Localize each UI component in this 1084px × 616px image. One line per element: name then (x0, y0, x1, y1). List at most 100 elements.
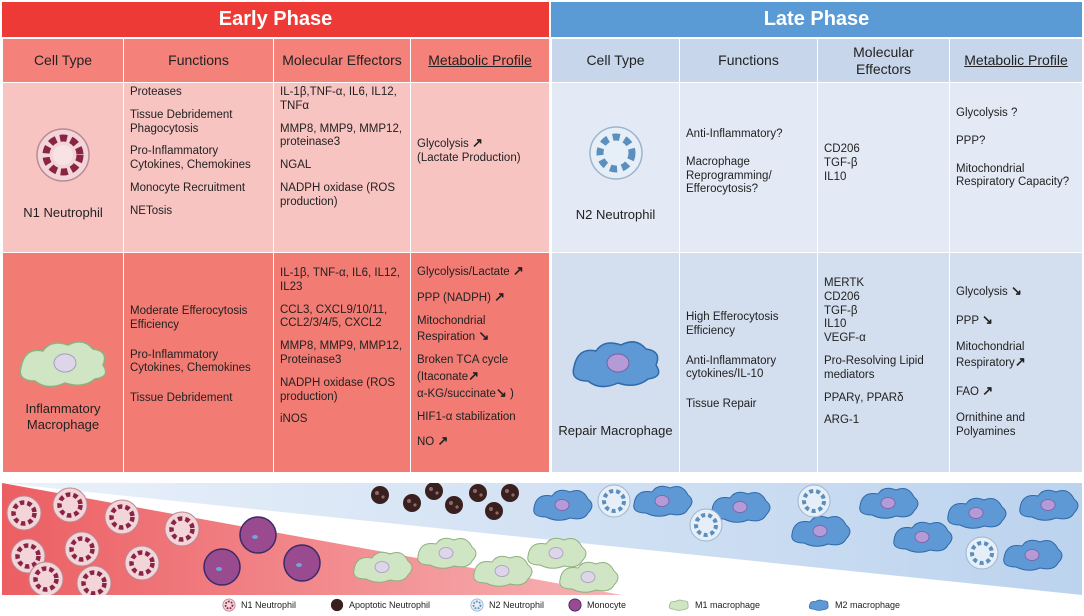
apoptotic-neutrophil-icon (403, 494, 421, 512)
metabolic-item: Glycolysis (417, 138, 469, 150)
legend-label: Apoptotic Neutrophil (349, 600, 431, 610)
n2-functions: Anti-Inflammatory? Macrophage Reprogramm… (679, 82, 818, 253)
legend-item: M1 macrophage (668, 598, 760, 612)
effector-item: CD206 (824, 290, 860, 303)
monocyte-icon (203, 548, 241, 586)
function-item: Tissue Debridement (130, 392, 233, 405)
effector-item: VEGF-α (824, 332, 866, 345)
n2-neutrophil-icon (964, 535, 1000, 571)
col-header-cell-type: Cell Type (551, 38, 680, 83)
metabolic-label: Metabolic Profile (428, 52, 532, 69)
down-arrow-icon: ↘ (982, 311, 993, 327)
n1-neutrophil-icon (65, 532, 99, 566)
up-arrow-icon: ↗ (494, 288, 506, 304)
metabolic-item: Ornithine and Polyamines (956, 411, 1026, 438)
n2-neutrophil-cell: N2 Neutrophil (551, 82, 680, 253)
effector-item: IL10 (824, 170, 847, 183)
cell-timeline-panel (2, 483, 1082, 595)
function-item: Proteases (130, 86, 182, 98)
up-arrow-icon: ↗ (512, 263, 524, 278)
monocyte-icon (568, 598, 582, 612)
col-header-cell-type: Cell Type (2, 38, 124, 83)
function-item: Moderate Efferocytosis Efficiency (130, 305, 248, 331)
metabolic-item: PPP? (956, 134, 986, 147)
apoptotic-neutrophil-icon (330, 598, 344, 612)
apoptotic-neutrophil-icon (445, 496, 463, 514)
n2-label: N2 Neutrophil (575, 207, 656, 222)
function-item: Pro-Inflammatory Cytokines, Chemokines (130, 348, 251, 375)
n1-metabolic: Glycolysis ↗ (Lactate Production) (410, 82, 550, 253)
macro1-metabolic: Glycolysis/Lactate ↗ PPP (NADPH) ↗ Mitoc… (410, 252, 550, 473)
down-arrow-icon: ↘ (478, 328, 490, 344)
n2-effectors: CD206 TGF-β IL10 (817, 82, 950, 253)
n1-neutrophil-icon (29, 562, 63, 595)
legend-label: Monocyte (587, 600, 627, 610)
n1-neutrophil-icon (125, 546, 159, 580)
function-item: High Efferocytosis Efficiency (686, 311, 779, 337)
late-phase-header: Late Phase (551, 2, 1082, 37)
macro1-functions: Moderate Efferocytosis Efficiency Pro-In… (123, 252, 274, 473)
effector-item: CCL3, CXCL9/10/11, CCL2/3/4/5, CXCL2 (280, 303, 388, 330)
effector-item: MMP8, MMP9, MMP12, proteinase3 (280, 122, 403, 149)
metabolic-item: HIF1-α stabilization (417, 410, 516, 423)
effector-item: ARG-1 (824, 414, 860, 427)
metabolic-item: Mitochondrial Respiration (417, 314, 486, 344)
up-arrow-icon: ↗ (468, 367, 480, 383)
col-header-functions: Functions (679, 38, 818, 83)
monocyte-icon (283, 544, 321, 582)
effector-item: iNOS (280, 413, 308, 426)
up-arrow-icon: ↗ (1014, 354, 1026, 370)
down-arrow-icon: ↘ (1010, 283, 1022, 298)
col-header-metabolic: Metabolic Profile (949, 38, 1083, 83)
up-arrow-icon: ↗ (982, 383, 994, 399)
effector-item: MMP8, MMP9, MMP12, Proteinase3 (280, 340, 403, 366)
effector-item: IL-1β,TNF-α, IL6, IL12, TNFα (280, 86, 397, 112)
n1-functions: Proteases Tissue Debridement Phagocytosi… (123, 82, 274, 253)
effector-item: NADPH oxidase (ROS production) (280, 376, 396, 403)
metabolic-item: (Itaconate (417, 370, 469, 383)
effector-item: IL10 (824, 318, 847, 331)
inflammatory-macrophage-cell: Inflammatory Macrophage (2, 252, 124, 473)
function-item: Tissue Repair (686, 398, 757, 411)
metabolic-item: Glycolysis (956, 286, 1008, 298)
apoptotic-neutrophil-icon (371, 486, 389, 504)
n1-neutrophil-icon (222, 598, 236, 612)
repair-macrophage-cell: Repair Macrophage (551, 252, 680, 473)
metabolic-item: NO (417, 436, 435, 449)
effector-item: MERTK (824, 277, 865, 289)
col-header-molecular: Molecular Effectors (817, 38, 950, 83)
n2-neutrophil-icon (688, 507, 724, 543)
metabolic-item: FAO (956, 386, 980, 399)
function-item: Anti-Inflammatory? (686, 128, 783, 140)
metabolic-item: Glycolysis ? (956, 107, 1018, 119)
legend-item: N1 Neutrophil (222, 598, 296, 612)
n2-neutrophil-icon (796, 483, 832, 519)
apoptotic-neutrophil-icon (469, 484, 487, 502)
inflammatory-macrophage-label: Inflammatory Macrophage (25, 401, 101, 433)
repair-macrophage-label: Repair Macrophage (558, 423, 673, 438)
col-header-functions: Functions (123, 38, 274, 83)
function-item: Monocyte Recruitment (130, 181, 246, 194)
legend-item: Monocyte (568, 598, 626, 612)
effector-item: NGAL (280, 159, 312, 172)
metabolic-label: Metabolic Profile (964, 52, 1068, 69)
metabolic-item: PPP (NADPH) (417, 291, 491, 304)
early-phase-header: Early Phase (2, 2, 549, 37)
effector-item: TGF-β (824, 156, 858, 169)
legend-item: M2 macrophage (808, 598, 900, 612)
macro1-effectors: IL-1β, TNF-α, IL6, IL12, IL23 CCL3, CXCL… (273, 252, 411, 473)
metabolic-item: (Lactate Production) (417, 151, 521, 164)
effector-item: CD206 (824, 143, 860, 155)
n1-neutrophil-cell: N1 Neutrophil (2, 82, 124, 253)
effector-item: PPARγ, PPARδ (824, 391, 904, 404)
metabolic-item: ) (509, 387, 514, 400)
effector-item: TGF-β (824, 304, 858, 317)
macro2-functions: High Efferocytosis Efficiency Anti-Infla… (679, 252, 818, 473)
metabolic-item: Broken TCA cycle (417, 354, 509, 367)
n2-neutrophil-icon (588, 126, 643, 180)
function-item: Tissue Debridement Phagocytosis (130, 108, 233, 135)
legend-label: N2 Neutrophil (489, 600, 545, 610)
n1-label: N1 Neutrophil (23, 205, 103, 220)
monocyte-icon (239, 516, 277, 554)
legend: N1 Neutrophil Apoptotic Neutrophil N2 Ne… (0, 596, 1084, 616)
